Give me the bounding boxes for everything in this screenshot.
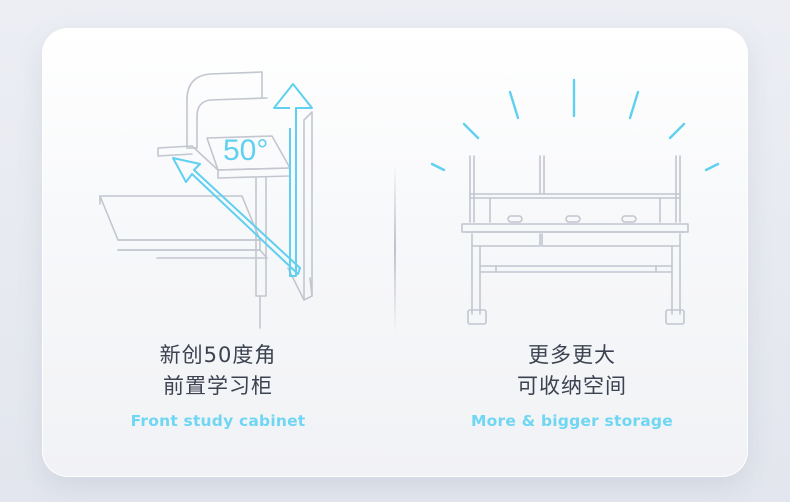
up-arrow-icon (273, 83, 313, 277)
cabinet-angle-illustration: 50° (42, 28, 394, 338)
feature-card: 50° (42, 28, 748, 477)
right-title-line1: 更多更大 (528, 343, 616, 367)
left-title-line2: 前置学习柜 (163, 374, 273, 398)
right-subtitle: More & bigger storage (471, 412, 673, 430)
angle-label: 50° (223, 134, 268, 167)
radiating-rays-icon (430, 78, 720, 172)
center-divider (394, 163, 396, 333)
diagonal-arrow-icon (172, 157, 301, 275)
storage-illustration (396, 28, 748, 338)
right-title-line2: 可收纳空间 (517, 374, 627, 398)
left-subtitle: Front study cabinet (130, 412, 306, 430)
left-title-line1: 新创50度角 (159, 343, 277, 367)
